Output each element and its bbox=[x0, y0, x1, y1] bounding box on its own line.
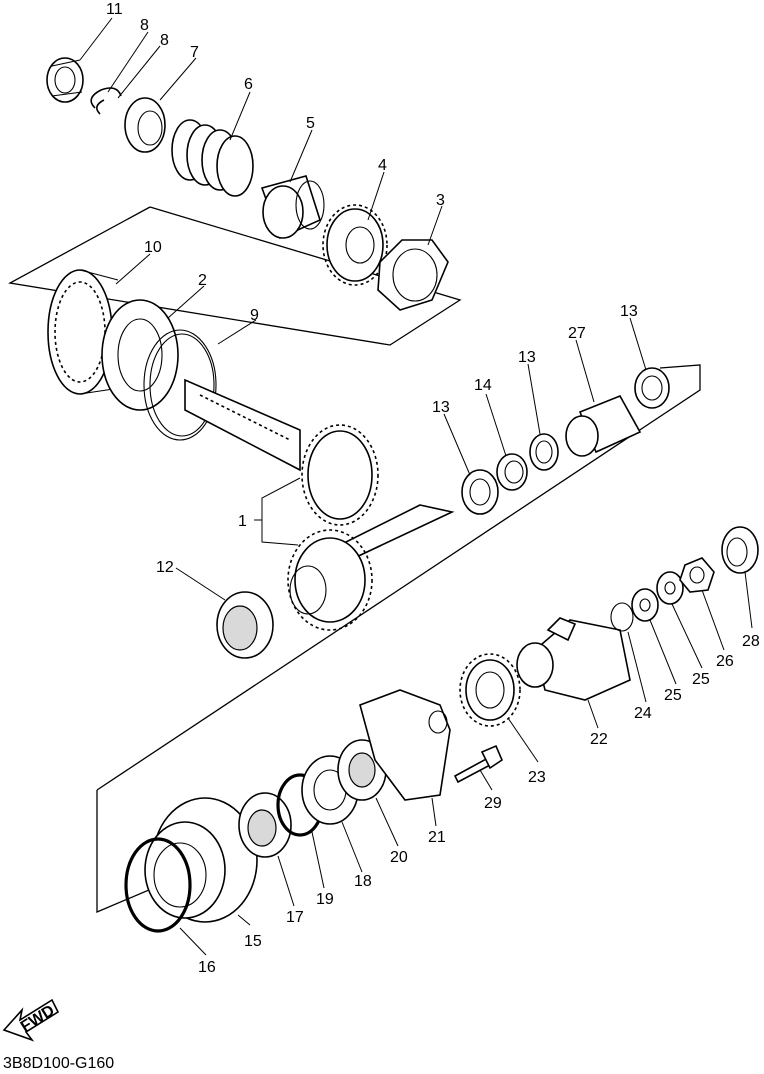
part-25-washer-a[interactable] bbox=[631, 588, 659, 622]
part-16-o-ring[interactable] bbox=[124, 837, 192, 933]
diagram-code: 3B8D100-G160 bbox=[3, 1055, 115, 1072]
callout-16: 16 bbox=[198, 959, 216, 976]
part-8-circlip[interactable] bbox=[90, 87, 122, 115]
part-7-washer[interactable] bbox=[124, 97, 166, 153]
callout-9: 9 bbox=[250, 307, 259, 324]
callout-8: 8 bbox=[160, 32, 169, 49]
part-13-shim-b[interactable] bbox=[529, 433, 559, 471]
part-2-bearing[interactable] bbox=[101, 299, 179, 411]
part-4-gear[interactable] bbox=[322, 204, 388, 286]
lower-group-boundary-right bbox=[96, 364, 701, 791]
part-29-bolt[interactable] bbox=[453, 744, 503, 784]
callout-labels: 11 8 8 7 6 5 4 3 10 2 9 13 14 13 27 13 1… bbox=[106, 1, 760, 976]
callout-15: 15 bbox=[244, 933, 262, 950]
part-26-nut[interactable] bbox=[679, 557, 715, 593]
part-14-spacer[interactable] bbox=[496, 453, 528, 491]
part-25-washer-b[interactable] bbox=[656, 571, 684, 605]
callout-28: 28 bbox=[742, 633, 760, 650]
callout-13: 13 bbox=[620, 303, 638, 320]
callout-3: 3 bbox=[436, 192, 445, 209]
callout-13: 13 bbox=[518, 349, 536, 366]
part-3-nut[interactable] bbox=[377, 239, 449, 311]
callout-27: 27 bbox=[568, 325, 586, 342]
callout-25: 25 bbox=[664, 687, 682, 704]
callout-7: 7 bbox=[190, 44, 199, 61]
callout-19: 19 bbox=[316, 891, 334, 908]
callout-29: 29 bbox=[484, 795, 502, 812]
part-12-roller-bearing[interactable] bbox=[216, 591, 274, 659]
callout-1: 1 bbox=[238, 513, 247, 530]
callout-6: 6 bbox=[244, 76, 253, 93]
part-1-drive-shaft-gear[interactable] bbox=[184, 378, 455, 631]
callout-20: 20 bbox=[390, 849, 408, 866]
fwd-label: FWD bbox=[18, 1002, 58, 1036]
callout-12: 12 bbox=[156, 559, 174, 576]
callout-24: 24 bbox=[634, 705, 652, 722]
part-5-collar[interactable] bbox=[260, 175, 325, 240]
callout-18: 18 bbox=[354, 873, 372, 890]
part-27-collar[interactable] bbox=[565, 394, 642, 457]
part-9-o-ring[interactable] bbox=[143, 329, 217, 441]
part-13-shim-c[interactable] bbox=[634, 367, 670, 409]
callout-4: 4 bbox=[378, 157, 387, 174]
callout-13: 13 bbox=[432, 399, 450, 416]
part-22-universal-joint-yoke[interactable] bbox=[516, 617, 631, 701]
callout-21: 21 bbox=[428, 829, 446, 846]
forward-direction-arrow: FWD bbox=[2, 998, 60, 1042]
part-11-needle-bearing[interactable] bbox=[46, 57, 84, 103]
callout-17: 17 bbox=[286, 909, 304, 926]
part-28-cap[interactable] bbox=[721, 526, 759, 574]
part-6-spring[interactable] bbox=[171, 119, 254, 197]
callout-25: 25 bbox=[692, 671, 710, 688]
callout-10: 10 bbox=[144, 239, 162, 256]
callout-14: 14 bbox=[474, 377, 492, 394]
leader-lines bbox=[79, 17, 753, 956]
part-23-gear[interactable] bbox=[459, 653, 521, 727]
callout-2: 2 bbox=[198, 272, 207, 289]
callout-11: 11 bbox=[106, 1, 123, 18]
part-24-o-ring[interactable] bbox=[610, 602, 634, 632]
callout-5: 5 bbox=[306, 115, 315, 132]
callout-8: 8 bbox=[140, 17, 149, 34]
callout-23: 23 bbox=[528, 769, 546, 786]
callout-26: 26 bbox=[716, 653, 734, 670]
part-21-gasket[interactable] bbox=[359, 689, 451, 801]
callout-22: 22 bbox=[590, 731, 608, 748]
part-13-shim-a[interactable] bbox=[461, 469, 499, 515]
part-15-bearing-housing[interactable] bbox=[144, 797, 258, 923]
